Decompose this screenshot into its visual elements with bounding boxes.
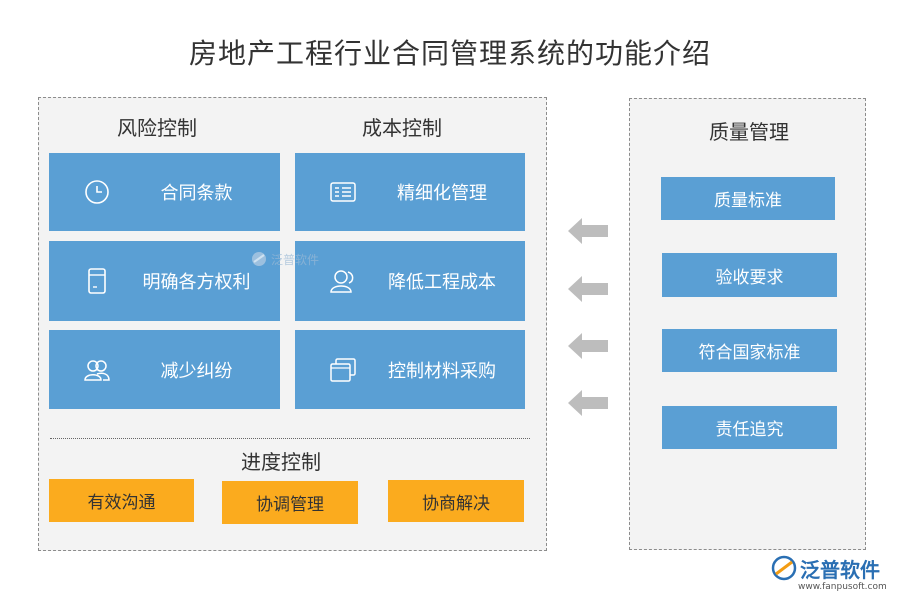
progress-card-negotiation: 协商解决 xyxy=(388,480,524,522)
cost-card-label: 降低工程成本 xyxy=(388,272,496,293)
list-icon xyxy=(329,178,357,206)
risk-card-label: 减少纠纷 xyxy=(160,360,233,382)
left-arrow-icon xyxy=(568,390,608,416)
brand-logo: 泛普软件 www.fanpusoft.com xyxy=(770,552,895,597)
watermark-logo-icon xyxy=(252,252,266,266)
risk-card-disputes: 减少纠纷 xyxy=(49,330,280,409)
cost-section-title: 成本控制 xyxy=(362,116,442,140)
left-arrow-icon xyxy=(568,218,608,244)
risk-section-title: 风险控制 xyxy=(117,116,197,140)
section-divider xyxy=(50,438,530,439)
risk-card-rights: 明确各方权利 xyxy=(49,241,280,321)
user-icon xyxy=(329,267,357,295)
right-panel xyxy=(629,98,866,550)
cost-card-label: 精细化管理 xyxy=(397,183,487,204)
windows-icon xyxy=(329,356,357,384)
risk-card-label: 合同条款 xyxy=(160,183,233,204)
quality-card-accountability: 责任追究 xyxy=(662,406,837,449)
left-arrow-icon xyxy=(568,333,608,359)
progress-card-coordination: 协调管理 xyxy=(222,481,358,524)
cost-card-reduce-cost: 降低工程成本 xyxy=(295,241,525,321)
watermark: 泛普软件 xyxy=(250,250,319,268)
brand-logo-url: www.fanpusoft.com xyxy=(798,582,887,592)
risk-card-contract-terms: 合同条款 xyxy=(49,153,280,231)
watermark-text: 泛普软件 xyxy=(271,252,320,267)
quality-card-standards: 质量标准 xyxy=(661,177,835,220)
cost-card-label: 控制材料采购 xyxy=(388,360,496,382)
left-arrow-icon xyxy=(568,276,608,302)
users-icon xyxy=(83,356,111,384)
brand-logo-text: 泛普软件 xyxy=(800,558,880,582)
quality-card-acceptance: 验收要求 xyxy=(662,253,837,297)
brand-logo-icon xyxy=(771,555,797,581)
risk-card-label: 明确各方权利 xyxy=(142,272,251,293)
page-title: 房地产工程行业合同管理系统的功能介绍 xyxy=(188,37,711,70)
progress-card-communication: 有效沟通 xyxy=(49,479,194,522)
clock-icon xyxy=(83,178,111,206)
cost-card-material-procurement: 控制材料采购 xyxy=(295,330,525,409)
quality-card-national-standards: 符合国家标准 xyxy=(662,329,837,372)
cost-card-fine-management: 精细化管理 xyxy=(295,153,525,231)
quality-section-title: 质量管理 xyxy=(709,120,789,144)
document-icon xyxy=(83,267,111,295)
progress-section-title: 进度控制 xyxy=(241,450,321,474)
